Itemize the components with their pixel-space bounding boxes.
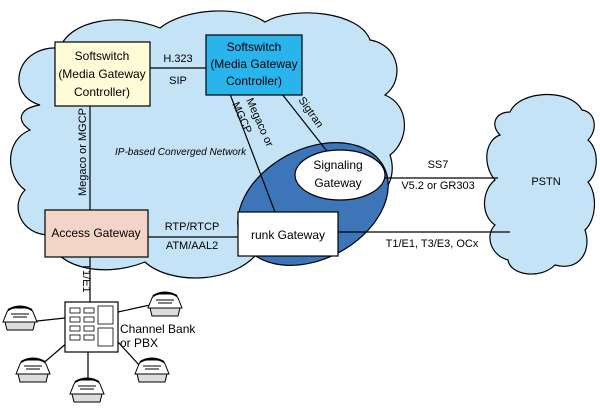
ss7-label: SS7: [428, 159, 449, 171]
softswitch-right-box: [205, 34, 303, 96]
trunk-gateway-label: runk Gateway: [251, 228, 325, 242]
signaling-gateway-line2: Gateway: [314, 176, 361, 190]
t1-e1-t3-label: T1/E1, T3/E3, OCx: [386, 238, 479, 250]
link-softswitch-right-trunk-gateway: [229, 93, 276, 213]
link-phone-4: [117, 341, 141, 367]
network-label: IP-based Converged Network: [115, 147, 247, 158]
softswitch-right-line3: Controller): [226, 74, 282, 88]
channel-bank-device: [64, 301, 119, 353]
atm-aal2-label: ATM/AAL2: [166, 240, 218, 252]
rtp-rtcp-label: RTP/RTCP: [165, 221, 220, 233]
link-softswitch-right-signaling: [281, 93, 331, 156]
channel-bank-line1: Channel Bank: [120, 322, 196, 336]
telephone-icon: [147, 291, 183, 317]
t1-e1-vertical-label: T1/E1: [80, 263, 92, 292]
softswitch-right-line1: Softswitch: [227, 40, 282, 54]
telephone-icon: [2, 305, 38, 331]
softswitch-left-line2: (Media Gateway: [58, 67, 145, 81]
pstn-label: PSTN: [531, 176, 560, 188]
channel-bank-line2: or PBX: [120, 336, 158, 350]
telephone-icon: [134, 357, 170, 383]
access-gateway-label: Access Gateway: [51, 226, 140, 240]
softswitch-left-box: [54, 41, 151, 107]
h323-label: H.323: [163, 53, 192, 65]
signaling-gateway-line1: Signaling: [313, 158, 362, 172]
signaling-gateway-node: [294, 149, 386, 201]
link-phone-5: [117, 304, 151, 313]
sip-label: SIP: [169, 75, 187, 87]
megaco-mgcp-left-label: Megaco or MGCP: [77, 108, 89, 196]
telephone-icon: [15, 357, 51, 383]
telephone-icon: [69, 377, 105, 403]
pstn-cloud: [483, 93, 597, 275]
trunk-gateway-box: [237, 211, 339, 257]
access-gateway-box: [44, 209, 149, 258]
softswitch-left-line3: Controller): [74, 85, 130, 99]
softswitch-right-line2: (Media Gateway: [210, 57, 297, 71]
softswitch-left-line1: Softswitch: [75, 49, 130, 63]
v52-gr303-label: V5.2 or GR303: [401, 180, 474, 192]
